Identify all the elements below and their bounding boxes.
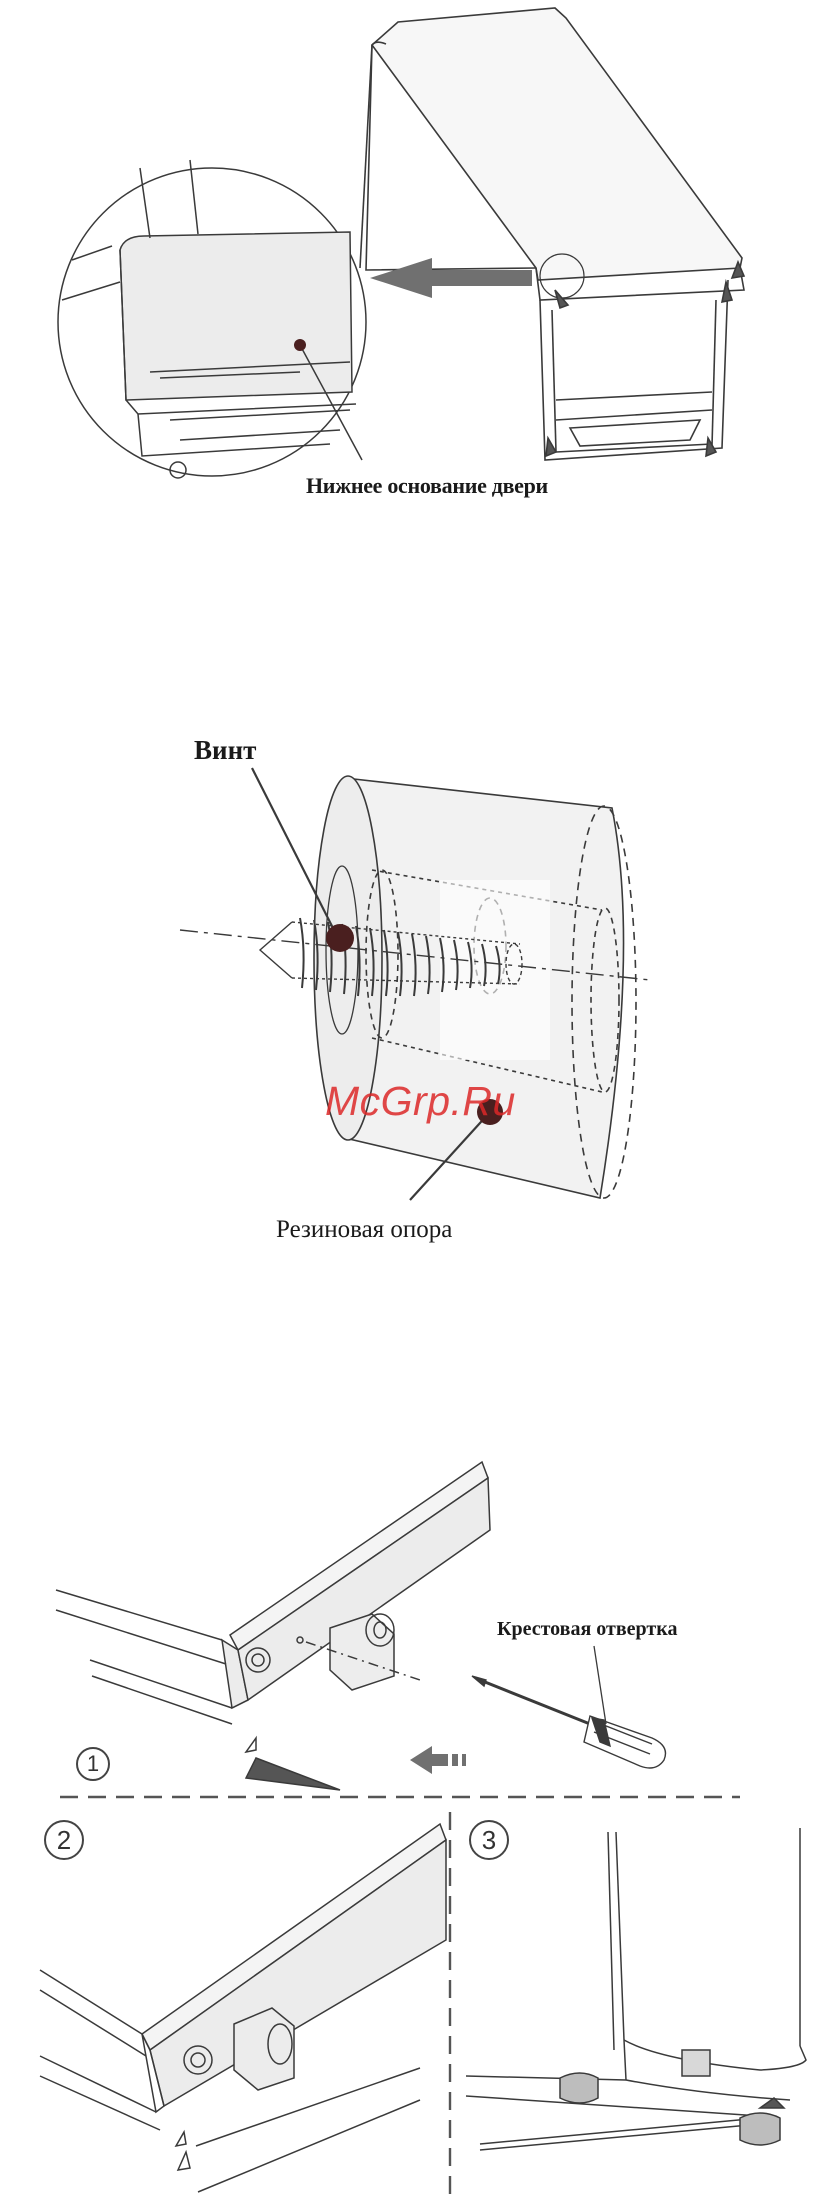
step-number-1: 1 bbox=[76, 1747, 110, 1781]
insert-arrow-icon bbox=[410, 1746, 466, 1774]
step-number-2: 2 bbox=[44, 1820, 84, 1860]
step2-drawing bbox=[40, 1824, 446, 2192]
label-screwdriver: Крестовая отвертка bbox=[497, 1618, 677, 1641]
step-number-3: 3 bbox=[469, 1820, 509, 1860]
leader-line-screwdriver bbox=[594, 1646, 606, 1724]
step1-drawing bbox=[56, 1462, 490, 1790]
step3-drawing bbox=[466, 1828, 806, 2150]
screwdriver-icon bbox=[472, 1676, 666, 1768]
